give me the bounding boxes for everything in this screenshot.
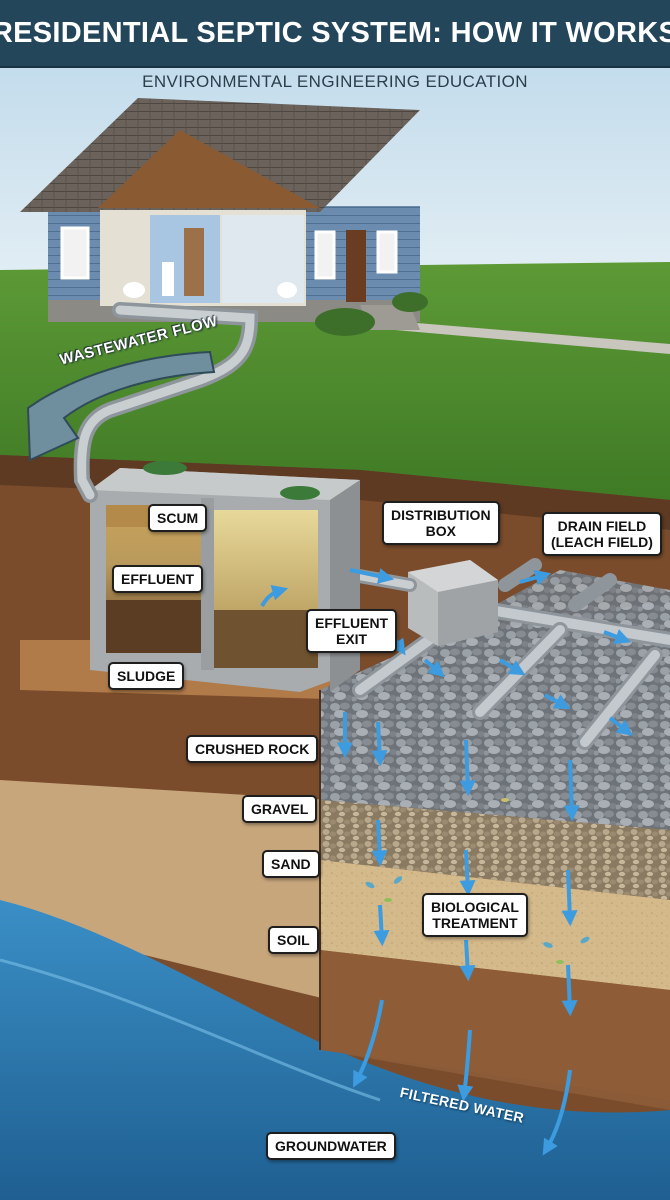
- gravel-layer: [320, 800, 670, 900]
- sidewalk: [395, 322, 670, 354]
- flow-arrows: [260, 568, 634, 1156]
- drain-field-label-line-1: DRAIN FIELD: [557, 518, 647, 534]
- effluent-exit-label-line-2: EXIT: [335, 631, 368, 647]
- biological-treatment-label-line-2: TREATMENT: [432, 915, 518, 931]
- distribution-box-label-line-2: BOX: [425, 523, 456, 539]
- soil-layer: [320, 950, 670, 1100]
- biological-treatment-label-line-1: BIOLOGICAL: [431, 899, 519, 915]
- page-title: RESIDENTIAL SEPTIC SYSTEM: HOW IT WORKS: [0, 16, 670, 49]
- crushed-rock-label: CRUSHED ROCK: [186, 735, 319, 763]
- sand-label: SAND: [262, 850, 320, 878]
- bacteria: [365, 798, 590, 964]
- page-subtitle: ENVIRONMENTAL ENGINEERING EDUCATION: [142, 72, 528, 91]
- sludge-label: SLUDGE: [108, 662, 185, 690]
- drain-field-label: DRAIN FIELD (LEACH FIELD): [542, 512, 662, 556]
- sandy-soil-left: [0, 780, 330, 1000]
- distribution-box-label: DISTRIBUTION BOX: [382, 501, 500, 545]
- soil-label: SOIL: [268, 926, 319, 954]
- scum-label: SCUM: [148, 504, 208, 532]
- wastewater-flow-arrow: [26, 350, 216, 462]
- gravel-label: GRAVEL: [242, 795, 318, 823]
- biological-treatment-label: BIOLOGICAL TREATMENT: [422, 893, 528, 937]
- drain-field-label-line-2: (LEACH FIELD): [551, 534, 653, 550]
- groundwater-label: GROUNDWATER: [266, 1132, 396, 1160]
- effluent-label: EFFLUENT: [112, 565, 204, 593]
- effluent-exit-label-line-1: EFFLUENT: [315, 615, 389, 631]
- house-shape: [20, 98, 428, 336]
- distribution-box-shape: [408, 560, 498, 646]
- distribution-box-label-line-1: DISTRIBUTION: [391, 507, 491, 523]
- effluent-exit-label: EFFLUENT EXIT: [306, 609, 398, 653]
- groundwater-highlight: [0, 958, 381, 1102]
- title-banner: RESIDENTIAL SEPTIC SYSTEM: HOW IT WORKS: [0, 0, 670, 68]
